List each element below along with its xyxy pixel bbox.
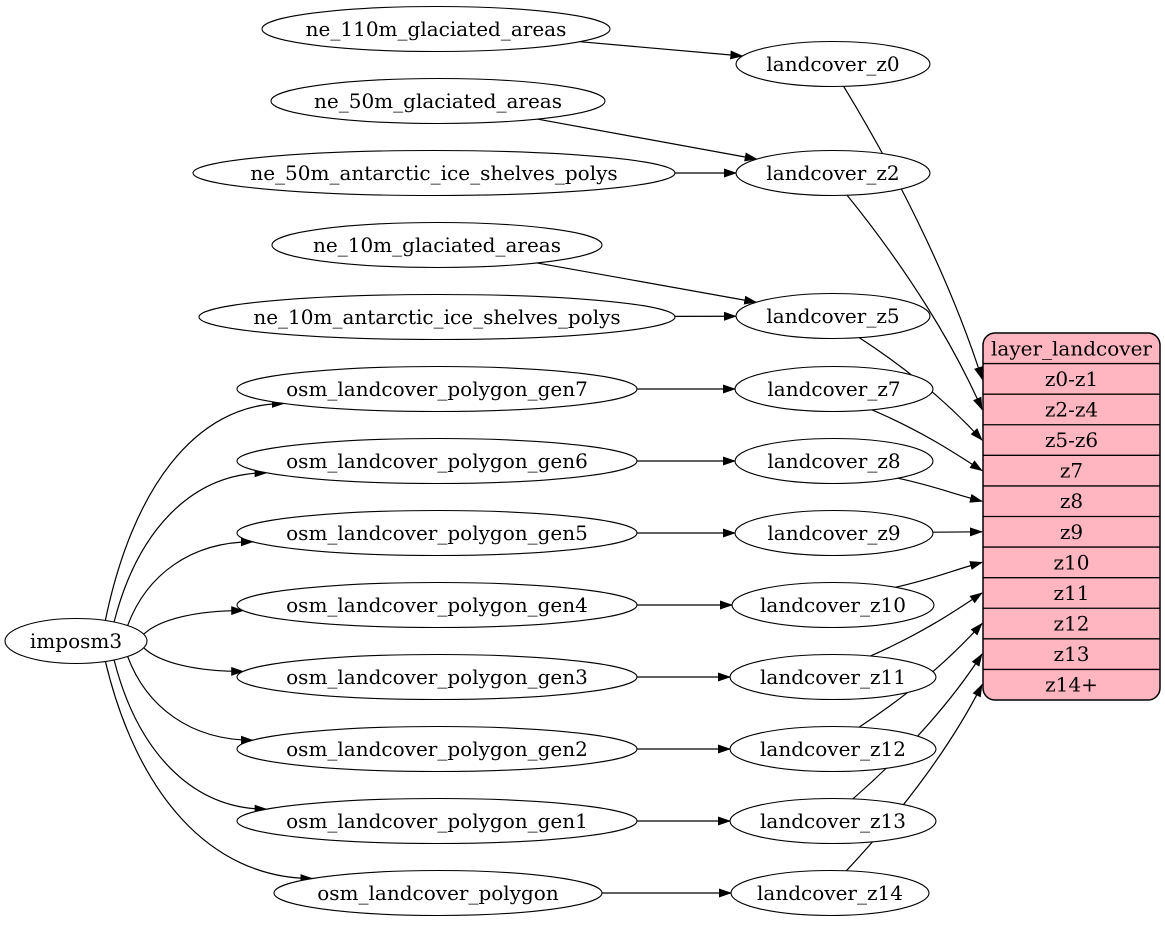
node-osm_landcover_polygon_gen7: osm_landcover_polygon_gen7 bbox=[237, 367, 637, 412]
node-landcover_z7: landcover_z7 bbox=[735, 367, 933, 412]
node-osm_landcover_polygon_gen5: osm_landcover_polygon_gen5 bbox=[237, 511, 637, 556]
table-row-z8: z8 bbox=[1060, 489, 1083, 513]
node-label-landcover_z10: landcover_z10 bbox=[760, 593, 906, 617]
node-ne_10m_glaciated_areas: ne_10m_glaciated_areas bbox=[272, 223, 602, 268]
node-landcover_z12: landcover_z12 bbox=[730, 727, 936, 772]
node-label-ne_50m_antarctic_ice_shelves_polys: ne_50m_antarctic_ice_shelves_polys bbox=[250, 161, 617, 185]
node-label-landcover_z7: landcover_z7 bbox=[767, 377, 900, 401]
node-label-osm_landcover_polygon_gen4: osm_landcover_polygon_gen4 bbox=[286, 593, 588, 617]
node-label-landcover_z13: landcover_z13 bbox=[760, 809, 906, 833]
table-row-z2-z4: z2-z4 bbox=[1045, 397, 1098, 421]
edge-landcover_z14-to-row-z14+ bbox=[846, 685, 982, 871]
node-label-landcover_z9: landcover_z9 bbox=[767, 521, 900, 545]
node-label-ne_10m_antarctic_ice_shelves_polys: ne_10m_antarctic_ice_shelves_polys bbox=[253, 305, 620, 329]
node-ne_10m_antarctic_ice_shelves_polys: ne_10m_antarctic_ice_shelves_polys bbox=[199, 295, 675, 340]
node-ne_110m_glaciated_areas: ne_110m_glaciated_areas bbox=[262, 7, 610, 52]
node-label-landcover_z11: landcover_z11 bbox=[760, 665, 906, 689]
edge-imposm3-to-osm_landcover_polygon_gen5 bbox=[128, 542, 253, 626]
node-label-osm_landcover_polygon: osm_landcover_polygon bbox=[317, 881, 559, 905]
node-ne_50m_antarctic_ice_shelves_polys: ne_50m_antarctic_ice_shelves_polys bbox=[193, 151, 675, 196]
edge-landcover_z8-to-row-z8 bbox=[898, 478, 982, 501]
table-row-z10: z10 bbox=[1054, 550, 1090, 574]
table-row-z0-z1: z0-z1 bbox=[1045, 367, 1098, 391]
node-landcover_z10: landcover_z10 bbox=[732, 583, 934, 628]
node-landcover_z8: landcover_z8 bbox=[735, 439, 933, 484]
table-row-z9: z9 bbox=[1060, 520, 1083, 544]
node-osm_landcover_polygon_gen3: osm_landcover_polygon_gen3 bbox=[237, 655, 637, 700]
node-label-osm_landcover_polygon_gen2: osm_landcover_polygon_gen2 bbox=[286, 737, 588, 761]
table-row-z5-z6: z5-z6 bbox=[1045, 428, 1098, 452]
node-label-ne_10m_glaciated_areas: ne_10m_glaciated_areas bbox=[313, 233, 561, 257]
edge-imposm3-to-osm_landcover_polygon bbox=[105, 661, 312, 878]
node-landcover_z9: landcover_z9 bbox=[735, 511, 933, 556]
node-label-ne_50m_glaciated_areas: ne_50m_glaciated_areas bbox=[314, 89, 562, 113]
node-label-imposm3: imposm3 bbox=[30, 629, 122, 653]
node-label-osm_landcover_polygon_gen6: osm_landcover_polygon_gen6 bbox=[286, 449, 588, 473]
node-landcover_z2: landcover_z2 bbox=[736, 151, 930, 196]
node-landcover_z13: landcover_z13 bbox=[730, 799, 936, 844]
edge-ne_50m_glaciated_areas-to-landcover_z2 bbox=[537, 119, 756, 159]
edge-imposm3-to-osm_landcover_polygon_gen3 bbox=[144, 648, 243, 672]
node-label-landcover_z8: landcover_z8 bbox=[767, 449, 900, 473]
edge-landcover_z10-to-row-z10 bbox=[895, 562, 982, 587]
table-title: layer_landcover bbox=[991, 336, 1152, 360]
node-label-osm_landcover_polygon_gen3: osm_landcover_polygon_gen3 bbox=[286, 665, 588, 689]
node-osm_landcover_polygon_gen6: osm_landcover_polygon_gen6 bbox=[237, 439, 637, 484]
edge-imposm3-to-osm_landcover_polygon_gen4 bbox=[144, 611, 243, 635]
node-label-osm_landcover_polygon_gen1: osm_landcover_polygon_gen1 bbox=[286, 809, 588, 833]
node-label-landcover_z0: landcover_z0 bbox=[766, 52, 899, 76]
node-osm_landcover_polygon_gen1: osm_landcover_polygon_gen1 bbox=[237, 799, 637, 844]
edge-ne_10m_glaciated_areas-to-landcover_z5 bbox=[537, 263, 756, 302]
node-label-landcover_z12: landcover_z12 bbox=[760, 737, 906, 761]
table-row-z14+: z14+ bbox=[1045, 673, 1098, 697]
table-row-z13: z13 bbox=[1054, 642, 1090, 666]
node-imposm3: imposm3 bbox=[5, 619, 147, 664]
node-label-ne_110m_glaciated_areas: ne_110m_glaciated_areas bbox=[306, 17, 567, 41]
node-osm_landcover_polygon_gen2: osm_landcover_polygon_gen2 bbox=[237, 727, 637, 772]
node-label-landcover_z5: landcover_z5 bbox=[766, 304, 899, 328]
node-landcover_z14: landcover_z14 bbox=[731, 871, 929, 916]
node-ne_50m_glaciated_areas: ne_50m_glaciated_areas bbox=[271, 79, 605, 124]
node-landcover_z5: landcover_z5 bbox=[736, 294, 930, 339]
node-label-osm_landcover_polygon_gen5: osm_landcover_polygon_gen5 bbox=[286, 521, 588, 545]
table-layer_landcover: layer_landcover z0-z1 z2-z4 z5-z6 z7 z8 z9 z10 z… bbox=[983, 333, 1160, 700]
node-landcover_z11: landcover_z11 bbox=[730, 655, 936, 700]
table-row-z7: z7 bbox=[1060, 459, 1083, 483]
edge-ne_110m_glaciated_areas-to-landcover_z0 bbox=[580, 42, 743, 56]
node-osm_landcover_polygon_gen4: osm_landcover_polygon_gen4 bbox=[237, 583, 637, 628]
node-label-landcover_z2: landcover_z2 bbox=[766, 161, 899, 185]
table-row-z12: z12 bbox=[1054, 612, 1090, 636]
node-landcover_z0: landcover_z0 bbox=[736, 42, 930, 87]
node-osm_landcover_polygon: osm_landcover_polygon bbox=[274, 871, 602, 916]
edge-imposm3-to-osm_landcover_polygon_gen2 bbox=[128, 656, 253, 740]
node-label-osm_landcover_polygon_gen7: osm_landcover_polygon_gen7 bbox=[286, 377, 588, 401]
node-label-landcover_z14: landcover_z14 bbox=[757, 881, 903, 905]
table-row-z11: z11 bbox=[1054, 581, 1090, 605]
edge-imposm3-to-osm_landcover_polygon_gen7 bbox=[105, 403, 283, 620]
